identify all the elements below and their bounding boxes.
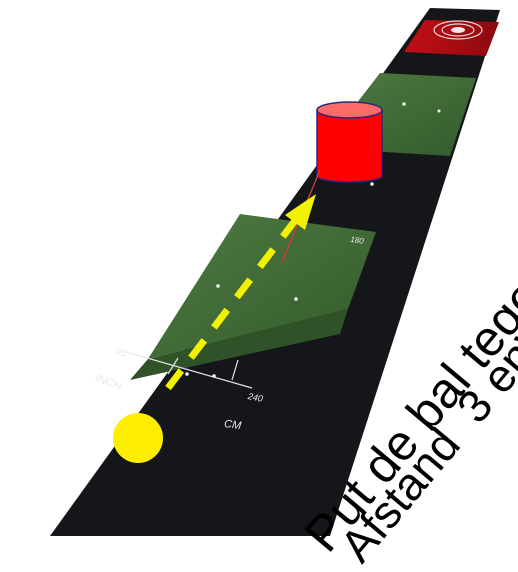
mat-mark-180: 180: [350, 235, 364, 246]
golf-ball-icon: [113, 413, 163, 463]
mat-label-cm: CM: [223, 418, 242, 432]
target-cup-icon: [317, 102, 382, 182]
